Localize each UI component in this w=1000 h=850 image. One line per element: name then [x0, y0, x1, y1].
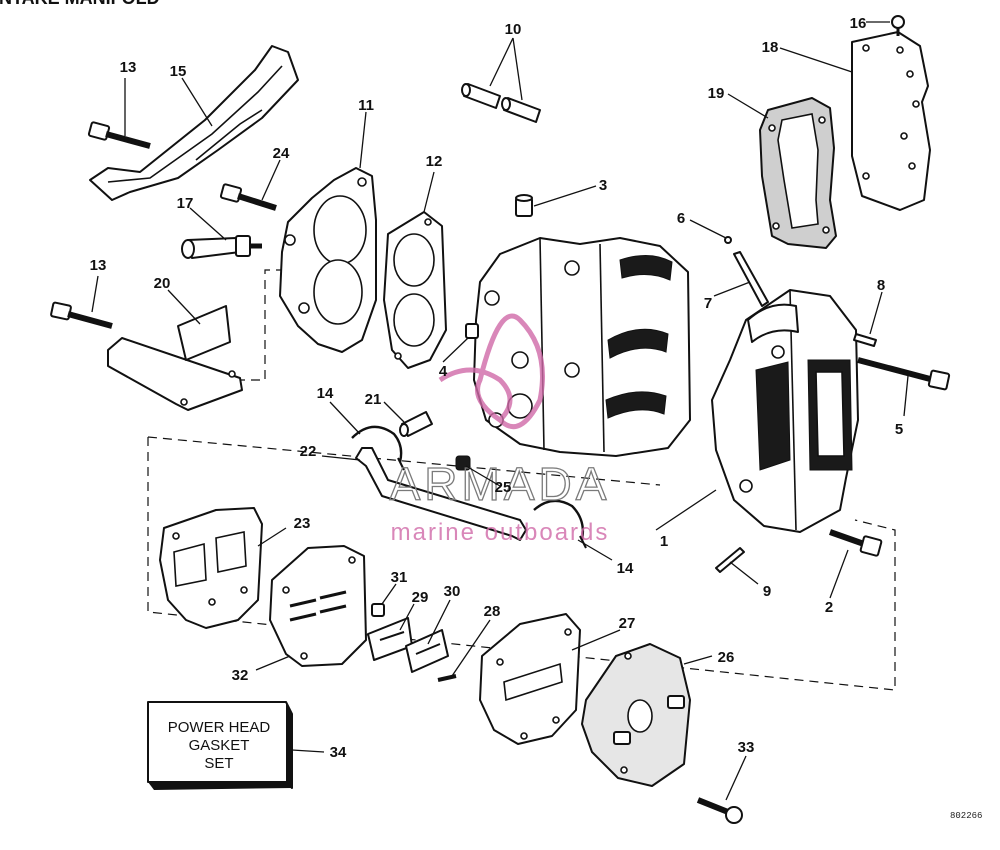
part-27-plate: [479, 613, 581, 745]
watermark: ARMADA marine outboards: [389, 313, 611, 546]
callout-27: 27: [619, 615, 636, 632]
part-26-cover: [581, 643, 691, 787]
part-34-gasket-kit: POWER HEAD GASKET SET: [147, 701, 293, 790]
callout-25: 25: [495, 479, 512, 496]
part-29-reed-stop: [367, 617, 413, 661]
kit-line-3: SET: [204, 755, 233, 772]
part-24-screw: [219, 183, 277, 211]
part-8-pin: [853, 333, 877, 347]
callout-6: 6: [677, 210, 685, 227]
part-6-pin: [724, 236, 732, 244]
part-28-screw: [437, 674, 457, 682]
part-9-pin: [715, 547, 745, 573]
callout-14a: 14: [317, 385, 334, 402]
callout-12: 12: [426, 153, 443, 170]
part-33-screw: [696, 797, 743, 824]
callout-2: 2: [825, 599, 833, 616]
callout-28: 28: [484, 603, 501, 620]
part-20-bracket: [107, 305, 243, 411]
kit-line-1: POWER HEAD: [168, 719, 271, 736]
part-19-gasket: [759, 97, 837, 249]
part-12-gasket: [383, 211, 447, 369]
part-7-pin: [733, 251, 769, 307]
callout-7: 7: [704, 295, 712, 312]
callout-11: 11: [358, 97, 374, 114]
part-11-exhaust-cover: [279, 167, 377, 353]
callout-20: 20: [154, 275, 171, 292]
leader-lines: [91, 21, 909, 801]
dashed-boundary-bottom: [147, 437, 896, 691]
callout-14b: 14: [617, 560, 634, 577]
callout-31: 31: [391, 569, 408, 586]
part-16-screw: [891, 15, 905, 36]
part-2-screw: [829, 529, 883, 557]
part-4-plug: [465, 323, 479, 339]
callout-13b: 13: [90, 257, 107, 274]
callout-17: 17: [177, 195, 194, 212]
crankcase-block: [473, 237, 691, 457]
part-21-fitting: [399, 411, 433, 437]
watermark-brand: ARMADA: [390, 458, 611, 510]
callout-29: 29: [412, 589, 429, 606]
callout-4: 4: [439, 363, 448, 380]
callout-33: 33: [738, 739, 755, 756]
callout-26: 26: [718, 649, 735, 666]
callout-8: 8: [877, 277, 885, 294]
callout-34: 34: [330, 744, 347, 761]
part-14-ring-upper: [351, 425, 405, 471]
callout-5: 5: [895, 421, 903, 438]
callout-1: 1: [660, 533, 668, 550]
callout-15: 15: [170, 63, 187, 80]
part-17-fitting: [181, 235, 262, 259]
part-10-dowel-pins: [461, 83, 541, 123]
part-18-cover: [851, 31, 931, 211]
callout-16: 16: [850, 15, 867, 32]
callout-19: 19: [708, 85, 725, 102]
part-30-reed-valve: [405, 629, 449, 673]
header-fragment: INTAKE MANIFOLD: [0, 0, 160, 8]
part-14-ring-lower: [533, 499, 587, 549]
part-1-cylinder-housing: [711, 289, 859, 533]
part-32-reed-plate: [269, 545, 367, 667]
callout-9: 9: [763, 583, 771, 600]
watermark-logo-icon: [438, 313, 545, 430]
part-3-plug: [515, 194, 533, 217]
callout-3: 3: [599, 177, 607, 194]
callout-13: 13: [120, 59, 137, 76]
watermark-tagline: marine outboards: [391, 519, 610, 546]
callout-labels: 13 15 10 11 12 3 24 17 13 20 4 14 21 22 …: [90, 15, 904, 761]
part-31-nut: [371, 603, 385, 617]
dashed-boundary-top: [147, 436, 661, 486]
kit-line-2: GASKET: [189, 737, 250, 754]
callout-30: 30: [444, 583, 461, 600]
callout-18: 18: [762, 39, 779, 56]
part-13-screw-upper: [87, 121, 151, 149]
callout-24: 24: [273, 145, 290, 162]
part-22-hose: [355, 447, 527, 541]
part-15-cover-bracket: [89, 45, 299, 201]
figure-code: 802266: [950, 811, 982, 821]
part-5-screw: [857, 357, 951, 391]
callout-10: 10: [505, 21, 522, 38]
part-23-gasket: [159, 507, 263, 629]
callout-32: 32: [232, 667, 249, 684]
part-13-screw-lower: [50, 301, 113, 329]
callout-21: 21: [365, 391, 382, 408]
callout-22: 22: [300, 443, 317, 460]
callout-23: 23: [294, 515, 311, 532]
